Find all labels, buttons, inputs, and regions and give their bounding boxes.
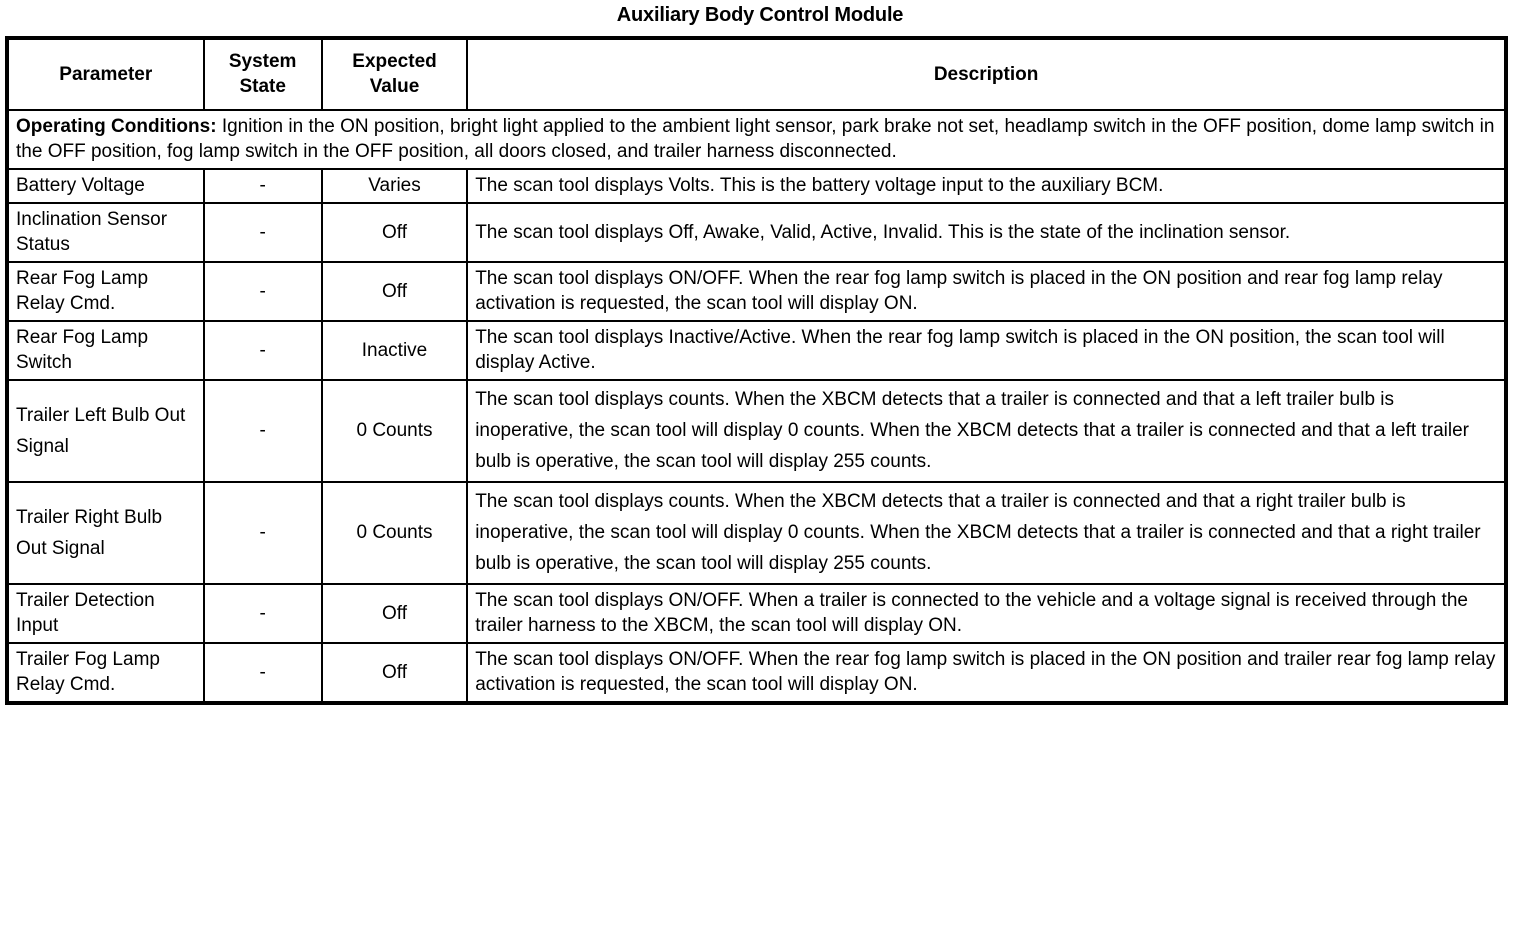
cell-expected-value: Inactive — [320, 320, 469, 381]
column-header-expected-value-line2: Value — [369, 76, 420, 97]
cell-description: The scan tool displays Volts. This is th… — [466, 168, 1507, 204]
cell-system-state: - — [202, 642, 323, 704]
table-row: Inclination Sensor Status - Off The scan… — [6, 202, 1507, 263]
table-row: Rear Fog Lamp Relay Cmd. - Off The scan … — [6, 261, 1507, 322]
table-header: Parameter System State Expected Value De… — [6, 37, 1507, 111]
cell-parameter: Rear Fog Lamp Switch — [6, 320, 205, 381]
operating-conditions-text: Ignition in the ON position, bright ligh… — [16, 116, 1495, 162]
table-row: Trailer Left Bulb Out Signal - 0 Counts … — [6, 379, 1507, 483]
table-row: Trailer Right Bulb Out Signal - 0 Counts… — [6, 481, 1507, 585]
table-body: Operating Conditions: Ignition in the ON… — [6, 109, 1507, 704]
column-header-parameter: Parameter — [6, 37, 205, 111]
column-header-system-state: System State — [202, 37, 323, 111]
cell-parameter: Inclination Sensor Status — [6, 202, 205, 263]
cell-description: The scan tool displays ON/OFF. When a tr… — [466, 583, 1507, 644]
page-title: Auxiliary Body Control Module — [616, 4, 904, 26]
table-row: Trailer Detection Input - Off The scan t… — [6, 583, 1507, 644]
column-header-description: Description — [466, 37, 1507, 111]
cell-system-state: - — [202, 379, 323, 483]
cell-description: The scan tool displays counts. When the … — [466, 481, 1507, 585]
column-header-expected-value-line1: Expected — [352, 51, 437, 72]
cell-description: The scan tool displays ON/OFF. When the … — [466, 642, 1507, 704]
cell-expected-value: Varies — [320, 168, 469, 204]
cell-description: The scan tool displays counts. When the … — [466, 379, 1507, 483]
column-header-expected-value: Expected Value — [320, 37, 469, 111]
operating-conditions-row: Operating Conditions: Ignition in the ON… — [6, 109, 1507, 170]
table-row: Trailer Fog Lamp Relay Cmd. - Off The sc… — [6, 642, 1507, 704]
cell-expected-value: 0 Counts — [320, 481, 469, 585]
cell-description: The scan tool displays Off, Awake, Valid… — [466, 202, 1507, 263]
cell-parameter: Trailer Left Bulb Out Signal — [6, 379, 205, 483]
cell-parameter: Trailer Right Bulb Out Signal — [6, 481, 205, 585]
column-header-system-state-line2: State — [239, 76, 286, 97]
cell-description: The scan tool displays ON/OFF. When the … — [466, 261, 1507, 322]
cell-system-state: - — [202, 202, 323, 263]
cell-expected-value: Off — [320, 261, 469, 322]
cell-expected-value: Off — [320, 642, 469, 704]
cell-expected-value: Off — [320, 583, 469, 644]
table-row: Rear Fog Lamp Switch - Inactive The scan… — [6, 320, 1507, 381]
cell-system-state: - — [202, 261, 323, 322]
column-header-system-state-line1: System — [228, 51, 297, 72]
cell-parameter: Trailer Fog Lamp Relay Cmd. — [6, 642, 205, 704]
cell-system-state: - — [202, 168, 323, 204]
cell-description: The scan tool displays Inactive/Active. … — [466, 320, 1507, 381]
cell-system-state: - — [202, 320, 323, 381]
table-row: Battery Voltage - Varies The scan tool d… — [6, 168, 1507, 204]
operating-conditions-label: Operating Conditions: — [16, 116, 217, 137]
cell-expected-value: 0 Counts — [320, 379, 469, 483]
cell-parameter: Rear Fog Lamp Relay Cmd. — [6, 261, 205, 322]
cell-system-state: - — [202, 481, 323, 585]
parameter-table: Parameter System State Expected Value De… — [5, 36, 1508, 705]
cell-parameter: Battery Voltage — [6, 168, 205, 204]
table-header-row: Parameter System State Expected Value De… — [6, 37, 1507, 111]
cell-parameter: Trailer Detection Input — [6, 583, 205, 644]
cell-system-state: - — [202, 583, 323, 644]
operating-conditions-cell: Operating Conditions: Ignition in the ON… — [6, 109, 1507, 170]
cell-expected-value: Off — [320, 202, 469, 263]
